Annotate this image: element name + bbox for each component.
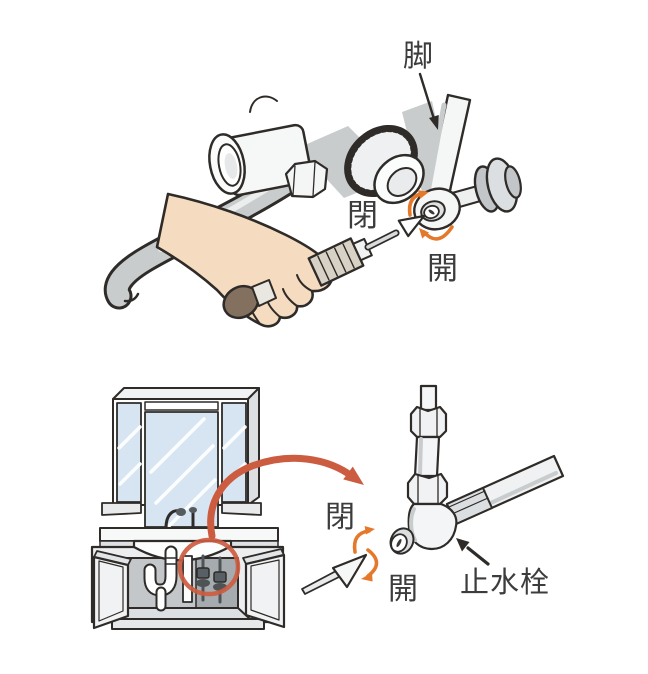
hand-with-screwdriver	[155, 192, 334, 328]
adjust-screw	[413, 187, 461, 231]
screwdriver-tip-arrow	[397, 214, 426, 238]
label-stop-valve: 止水栓	[460, 565, 550, 599]
zoom-arrow	[207, 454, 364, 540]
sink-trap	[143, 545, 193, 612]
screwdriver	[222, 214, 426, 320]
hex-nut	[284, 159, 329, 199]
leg-pointer-arrow	[418, 72, 439, 130]
cabinet-door-left	[92, 550, 132, 630]
valve-body	[407, 502, 458, 551]
compression-nut-bottom	[406, 472, 449, 506]
mirror-right	[221, 402, 247, 503]
mirror-cabinet	[101, 387, 262, 528]
highlight-circle	[177, 537, 241, 597]
direction-arc-open-bottom	[361, 548, 379, 582]
screwdriver-grip	[307, 237, 365, 287]
figure-faucet-leg-adjustment: 脚 閉 開	[103, 39, 522, 328]
cabinet-door-right	[242, 548, 286, 629]
faucet-body	[208, 95, 313, 197]
screwdriver-blade	[331, 553, 368, 589]
compression-nut-top	[409, 405, 448, 439]
sink-bowl	[132, 539, 233, 562]
direction-arc-close-top	[407, 190, 429, 217]
screwdriver-small	[301, 553, 368, 595]
stop-valve-pointer-arrow	[456, 538, 490, 566]
direction-arc-close-bottom	[352, 526, 375, 554]
label-open-bottom: 開	[388, 572, 418, 607]
label-close-bottom: 閉	[325, 500, 355, 535]
stop-valve-assembly	[389, 384, 565, 555]
mirror-left	[116, 402, 142, 503]
label-close-top: 閉	[347, 198, 378, 234]
label-leg: 脚	[403, 39, 433, 74]
mirror-center	[144, 411, 219, 528]
wall-flange	[450, 157, 522, 213]
label-open-top: 開	[427, 251, 458, 287]
direction-arc-open-top	[419, 225, 454, 241]
figure-vanity-stop-valve: 閉 開 止水栓	[90, 384, 565, 630]
knurled-handle	[344, 124, 425, 205]
